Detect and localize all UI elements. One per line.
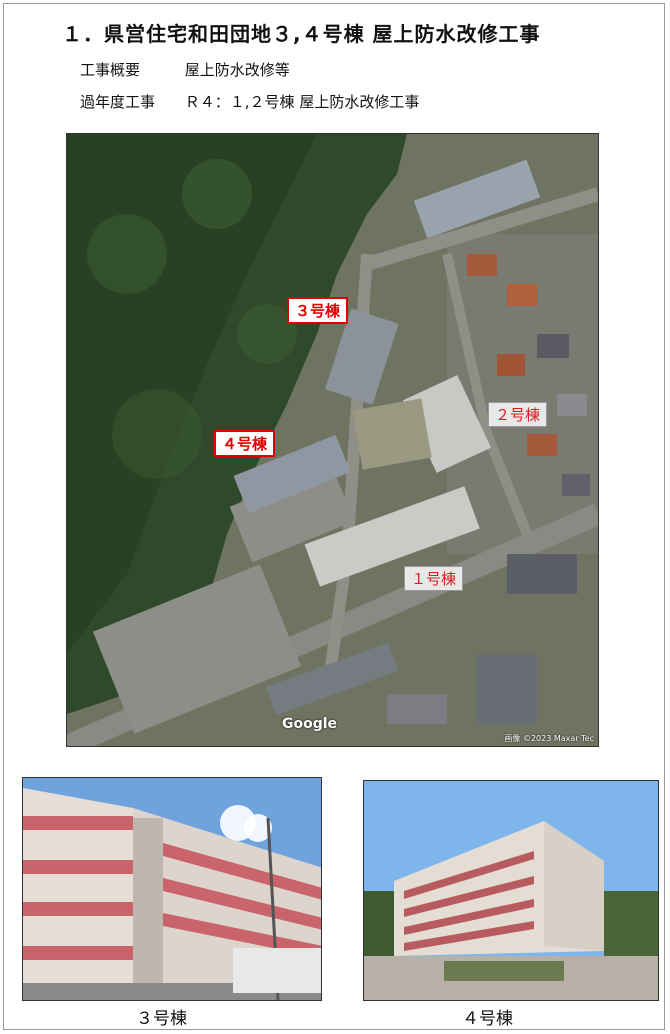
google-watermark: Google	[282, 716, 338, 732]
building-2-label: ２号棟	[488, 402, 548, 427]
building-3-image	[23, 778, 321, 1000]
page-border	[3, 3, 665, 1030]
building-3-label: ３号棟	[287, 297, 349, 324]
building-4-caption: ４号棟	[462, 1009, 513, 1029]
aerial-image	[67, 134, 598, 746]
page-title: １．県営住宅和田団地３,４号棟 屋上防水改修工事	[62, 22, 541, 46]
past-work-value: Ｒ４：１,２号棟 屋上防水改修工事	[184, 93, 420, 111]
imagery-copyright: 画像 ©2023 Maxar Tec	[504, 734, 594, 743]
overview-label: 工事概要	[80, 61, 141, 79]
overview-value: 屋上防水改修等	[184, 61, 290, 79]
past-work-label: 過年度工事	[80, 93, 156, 111]
building-3-photo	[22, 777, 322, 1001]
building-4-photo	[363, 780, 659, 1001]
building-1-label: １号棟	[404, 566, 464, 591]
building-4-label: ４号棟	[214, 430, 276, 457]
building-3-caption: ３号棟	[136, 1009, 187, 1029]
past-work-row: 過年度工事 Ｒ４：１,２号棟 屋上防水改修工事	[80, 91, 419, 112]
overview-row: 工事概要 屋上防水改修等	[80, 59, 290, 80]
aerial-photo: ３号棟 ４号棟 ２号棟 １号棟 Google 画像 ©2023 Maxar Te…	[66, 133, 599, 747]
building-4-image	[364, 781, 658, 1000]
